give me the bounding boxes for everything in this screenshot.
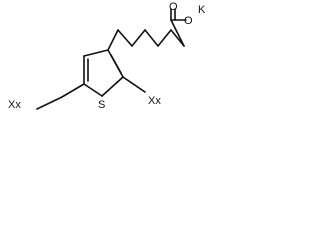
- chain-bond-2: [117, 29, 133, 47]
- chain-bond-7: [170, 19, 185, 47]
- ring-bond-s-c2: [83, 83, 103, 97]
- potassium-label: K: [198, 4, 206, 16]
- left-substituent-label: Xx: [8, 99, 21, 111]
- chain-bond-3: [131, 29, 146, 47]
- double-bond-right: [110, 54, 122, 74]
- ring-bond-c2-c3: [61, 83, 85, 98]
- ring-bond-c4-c5: [83, 49, 109, 57]
- left-substituent-bond: [36, 96, 63, 110]
- carbonyl-oxygen-label: O: [169, 1, 178, 13]
- chemical-structure-diagram: O O K S Xx Xx: [0, 0, 207, 120]
- molecule-svg: O O K S Xx Xx: [8, 1, 206, 111]
- right-substituent-bond: [122, 76, 146, 93]
- chain-bond-5: [157, 29, 172, 47]
- chain-bond-4: [144, 29, 159, 47]
- chain-bond-1: [107, 29, 119, 51]
- sulfur-label: S: [98, 99, 105, 111]
- ester-oxygen-label: O: [184, 15, 193, 27]
- right-substituent-label: Xx: [148, 95, 161, 107]
- ring-bond-c6-s: [101, 76, 124, 97]
